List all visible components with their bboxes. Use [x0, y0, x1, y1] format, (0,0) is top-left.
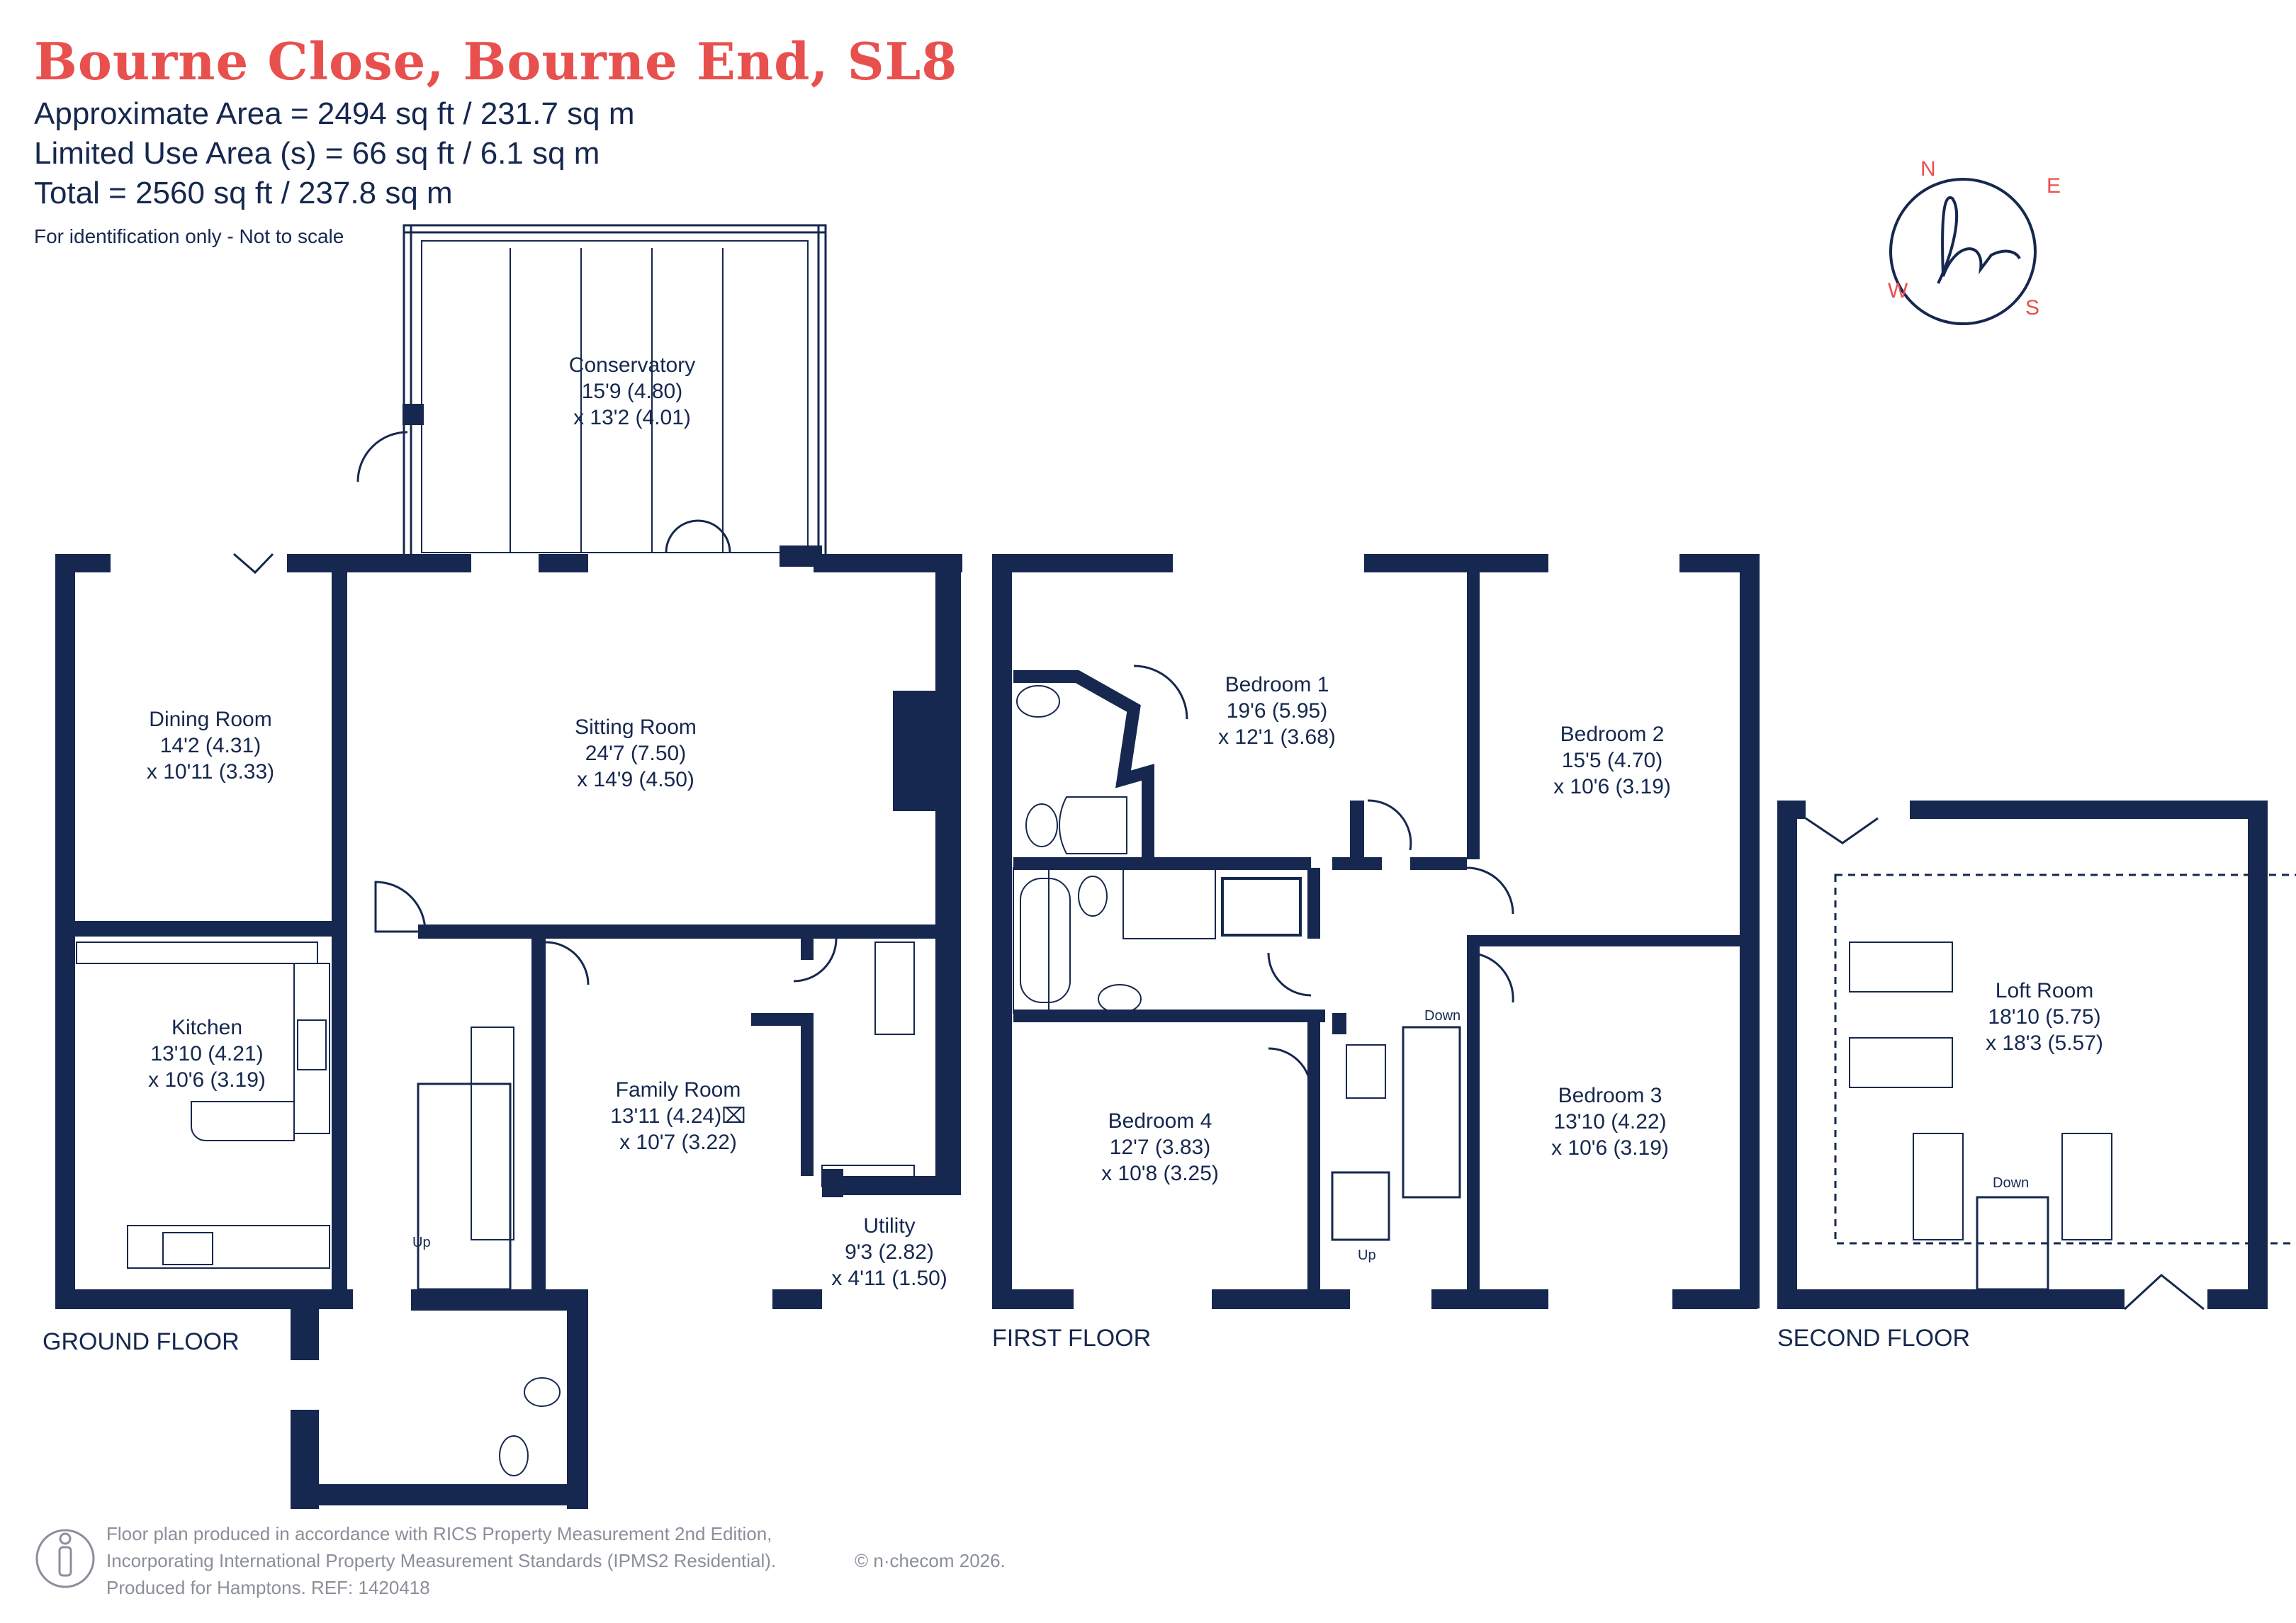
svg-text:x 10'6 (3.19): x 10'6 (3.19): [148, 1068, 266, 1092]
second-floor-label: SECOND FLOOR: [1777, 1325, 1970, 1352]
svg-text:x 18'3 (5.57): x 18'3 (5.57): [1986, 1031, 2103, 1055]
svg-text:Family Room: Family Room: [616, 1078, 741, 1102]
svg-text:x 10'7 (3.22): x 10'7 (3.22): [619, 1131, 737, 1154]
total-area: Total = 2560 sq ft / 237.8 sq m: [34, 176, 453, 210]
svg-text:13'10 (4.22): 13'10 (4.22): [1553, 1110, 1666, 1133]
person-scale-icon: [35, 1529, 95, 1588]
stairs-up-first: Up: [1358, 1248, 1376, 1263]
svg-text:Bedroom 3: Bedroom 3: [1558, 1084, 1662, 1107]
footer-line-3: Produced for Hamptons. REF: 1420418: [106, 1577, 430, 1598]
svg-text:x 14'9 (4.50): x 14'9 (4.50): [577, 768, 694, 791]
svg-text:Dining Room: Dining Room: [149, 708, 271, 731]
compass-logo-icon: N E S W: [1888, 157, 2061, 325]
dining-room-label: Dining Room 14'2 (4.31) x 10'11 (3.33): [147, 708, 274, 784]
stairs-down-second: Down: [1993, 1175, 2029, 1191]
ground-floor-plan: [55, 224, 962, 1509]
compass-w: W: [1888, 279, 1908, 302]
family-room-label: Family Room 13'11 (4.24)⌧ x 10'7 (3.22): [610, 1078, 746, 1154]
first-floor-plan: [992, 554, 1760, 1309]
svg-text:Loft Room: Loft Room: [1996, 979, 2093, 1002]
svg-text:x 10'6 (3.19): x 10'6 (3.19): [1551, 1136, 1669, 1160]
svg-text:Bedroom 4: Bedroom 4: [1108, 1109, 1212, 1133]
svg-text:x 10'11 (3.33): x 10'11 (3.33): [147, 760, 274, 784]
svg-text:Kitchen: Kitchen: [171, 1016, 242, 1039]
svg-text:9'3 (2.82): 9'3 (2.82): [845, 1240, 934, 1264]
approximate-area: Approximate Area = 2494 sq ft / 231.7 sq…: [34, 96, 635, 131]
svg-text:Conservatory: Conservatory: [569, 354, 695, 377]
svg-text:Utility: Utility: [863, 1214, 915, 1238]
svg-text:15'5 (4.70): 15'5 (4.70): [1562, 749, 1663, 772]
kitchen-label: Kitchen 13'10 (4.21) x 10'6 (3.19): [148, 1016, 266, 1092]
stairs-up-ground: Up: [412, 1235, 431, 1250]
compass-n: N: [1920, 157, 1936, 181]
compass-s: S: [2025, 296, 2039, 319]
footer-line-1: Floor plan produced in accordance with R…: [106, 1523, 772, 1544]
copyright: © n·checom 2026.: [855, 1550, 1006, 1571]
limited-use-area: Limited Use Area (s) = 66 sq ft / 6.1 sq…: [34, 136, 600, 171]
footer-line-2: Incorporating International Property Mea…: [106, 1550, 777, 1571]
utility-label: Utility 9'3 (2.82) x 4'11 (1.50): [831, 1214, 947, 1290]
svg-text:Bedroom 2: Bedroom 2: [1560, 723, 1665, 746]
svg-text:15'9 (4.80): 15'9 (4.80): [582, 380, 683, 403]
first-floor-label: FIRST FLOOR: [992, 1325, 1151, 1352]
bedroom-1-label: Bedroom 1 19'6 (5.95) x 12'1 (3.68): [1218, 673, 1336, 749]
svg-text:x 12'1 (3.68): x 12'1 (3.68): [1218, 725, 1336, 749]
svg-text:x 10'8 (3.25): x 10'8 (3.25): [1101, 1162, 1219, 1185]
svg-text:18'10 (5.75): 18'10 (5.75): [1988, 1005, 2100, 1029]
svg-text:x 4'11 (1.50): x 4'11 (1.50): [831, 1267, 947, 1290]
compass-e: E: [2047, 174, 2061, 198]
svg-text:13'10 (4.21): 13'10 (4.21): [150, 1042, 263, 1065]
svg-text:x 10'6 (3.19): x 10'6 (3.19): [1553, 775, 1671, 798]
bedroom-3-label: Bedroom 3 13'10 (4.22) x 10'6 (3.19): [1551, 1084, 1669, 1160]
svg-text:Sitting Room: Sitting Room: [575, 716, 697, 739]
bedroom-2-label: Bedroom 2 15'5 (4.70) x 10'6 (3.19): [1553, 723, 1671, 798]
stairs-down-first: Down: [1424, 1008, 1461, 1024]
ground-floor-label: GROUND FLOOR: [43, 1328, 240, 1355]
bedroom-4-label: Bedroom 4 12'7 (3.83) x 10'8 (3.25): [1101, 1109, 1219, 1185]
sitting-room-label: Sitting Room 24'7 (7.50) x 14'9 (4.50): [575, 716, 697, 791]
svg-text:14'2 (4.31): 14'2 (4.31): [160, 734, 261, 757]
second-floor-plan: [1777, 801, 2296, 1311]
svg-text:12'7 (3.83): 12'7 (3.83): [1110, 1136, 1211, 1159]
conservatory-label: Conservatory 15'9 (4.80) x 13'2 (4.01): [569, 354, 695, 429]
svg-text:x 13'2 (4.01): x 13'2 (4.01): [573, 406, 691, 429]
page-title: Bourne Close, Bourne End, SL8: [34, 31, 958, 91]
loft-room-label: Loft Room 18'10 (5.75) x 18'3 (5.57): [1986, 979, 2103, 1055]
svg-text:19'6 (5.95): 19'6 (5.95): [1227, 699, 1328, 723]
svg-text:13'11 (4.24)⌧: 13'11 (4.24)⌧: [610, 1104, 746, 1128]
svg-text:24'7 (7.50): 24'7 (7.50): [585, 742, 687, 765]
svg-text:Bedroom 1: Bedroom 1: [1225, 673, 1329, 696]
disclaimer: For identification only - Not to scale: [34, 225, 344, 247]
